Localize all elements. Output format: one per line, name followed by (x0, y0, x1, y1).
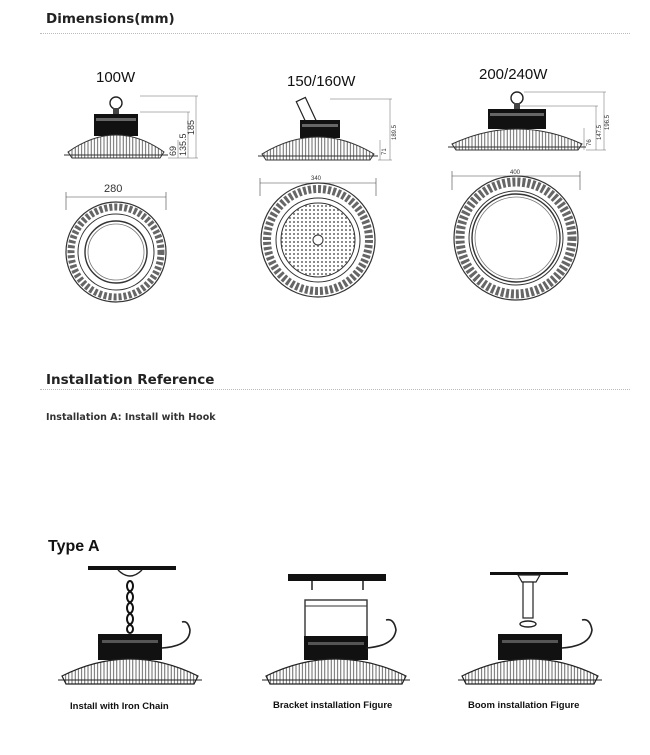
model-label-150-160w: 150/160W (287, 73, 356, 90)
side-view-100w: 69 135.5 185 (64, 95, 198, 159)
top-view-100w: 280 (65, 183, 167, 303)
caption-iron-chain: Install with Iron Chain (70, 701, 169, 712)
model-label-200-240w: 200/240W (479, 66, 548, 83)
model-label-100w: 100W (96, 69, 136, 86)
installation-subtitle: Installation A: Install with Hook (46, 412, 216, 423)
dim-150w-189: 189.5 (392, 124, 398, 140)
dim-150w-71: 71 (382, 148, 388, 155)
installation-title: Installation Reference (46, 372, 215, 388)
top-view-200w: 400 (451, 170, 581, 301)
side-view-150w: 71 189.5 (258, 96, 398, 161)
figure-bracket (262, 574, 410, 685)
dim-100w-69: 69 (168, 146, 178, 156)
chain-icon (126, 580, 134, 634)
dim-150w-340: 340 (311, 176, 322, 182)
dim-100w-185: 185 (186, 120, 196, 135)
side-view-200w: 76 147.5 196.5 (448, 91, 611, 151)
figure-boom (458, 572, 602, 685)
dim-200w-400: 400 (510, 170, 521, 176)
dim-200w-147: 147.5 (597, 124, 603, 140)
type-a-label: Type A (48, 538, 100, 555)
divider (40, 33, 630, 34)
dim-100w-135: 135.5 (178, 133, 188, 156)
dim-200w-196: 196.5 (605, 114, 611, 130)
top-view-150w: 340 (259, 176, 377, 298)
caption-bracket: Bracket installation Figure (273, 700, 393, 711)
dim-200w-76: 76 (587, 139, 593, 146)
divider (40, 389, 630, 390)
caption-boom: Boom installation Figure (468, 700, 580, 711)
dim-100w-280: 280 (104, 183, 122, 195)
figure-iron-chain (58, 566, 202, 685)
dimensions-title: Dimensions(mm) (46, 11, 175, 27)
